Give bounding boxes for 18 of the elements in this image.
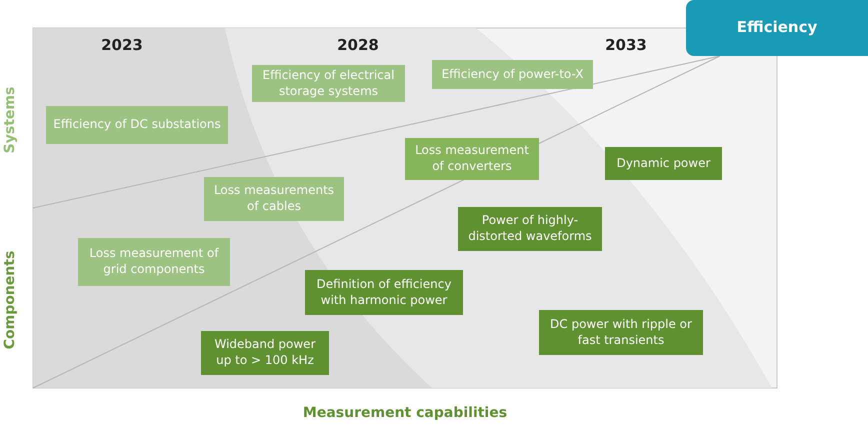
topic-box: Efficiency of electrical storage systems: [252, 65, 405, 102]
topic-box: Power of highly-distorted waveforms: [458, 207, 602, 251]
topic-box: Wideband power up to > 100 kHz: [201, 331, 329, 375]
year-label: 2028: [337, 36, 379, 54]
topic-box: DC power with ripple or fast transients: [539, 310, 703, 355]
topic-box: Definition of efficiency with harmonic power: [305, 270, 463, 315]
year-label: 2033: [605, 36, 647, 54]
title-tab: Efficiency: [686, 0, 868, 56]
topic-box: Loss measurements of cables: [204, 177, 344, 221]
topic-box: Dynamic power: [605, 147, 722, 180]
topic-box: Loss measurement of converters: [405, 138, 539, 180]
axis-label: Systems: [2, 86, 18, 154]
year-label: 2023: [101, 36, 143, 54]
topic-box: Efficiency of power-to-X: [432, 60, 593, 89]
axis-label: Measurement capabilities: [302, 405, 508, 421]
topic-box: Loss measurement of grid components: [78, 238, 230, 286]
axis-label: Components: [2, 250, 18, 350]
topic-box: Efficiency of DC substations: [46, 106, 228, 144]
